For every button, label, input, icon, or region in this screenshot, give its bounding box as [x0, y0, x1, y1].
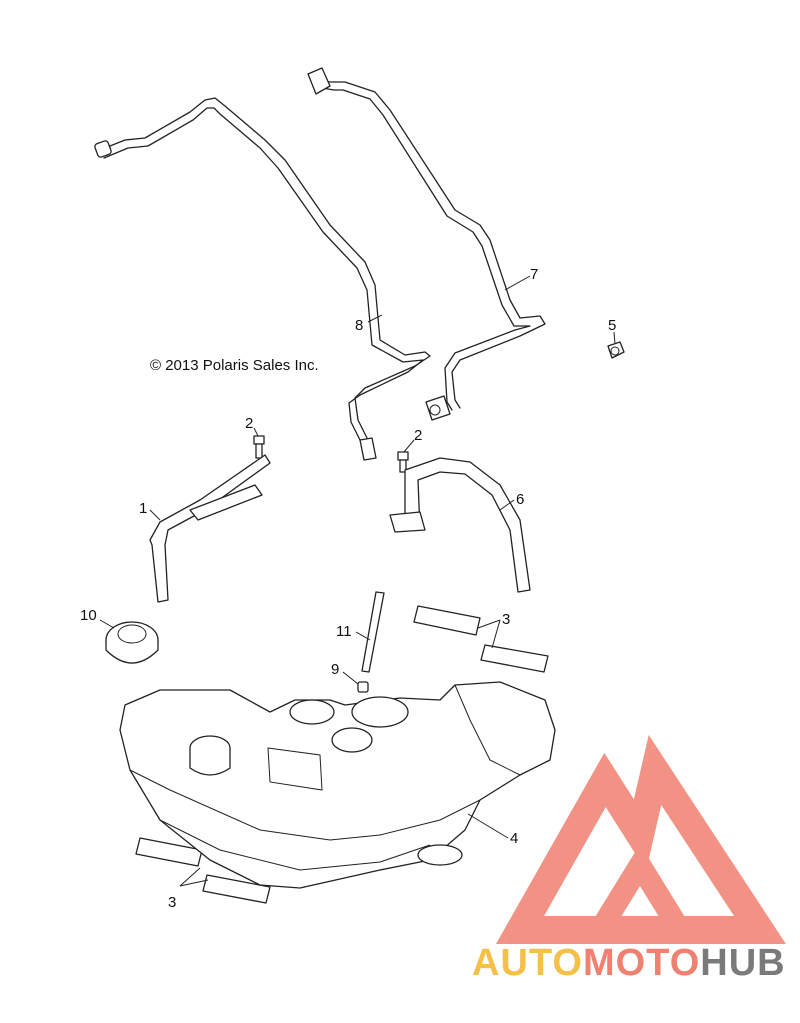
callout-3-upper: 3 [502, 611, 510, 628]
pads-3-lower [135, 837, 271, 904]
callout-3-lower: 3 [168, 894, 176, 911]
watermark-logo [495, 734, 786, 944]
callout-11: 11 [336, 623, 352, 640]
bolt-2-left [253, 435, 265, 459]
watermark-auto: AUTO [472, 942, 583, 984]
tank-strap-6 [389, 457, 531, 593]
watermark-moto: MOTO [583, 942, 700, 984]
vent-hose-7 [307, 67, 546, 421]
bolt-2-right [397, 451, 409, 473]
copyright-text: © 2013 Polaris Sales Inc. [150, 357, 319, 374]
watermark-text: AUTOMOTOHUB [472, 942, 786, 984]
pads-3-upper [413, 605, 549, 673]
callout-2-right: 2 [414, 427, 422, 444]
vent-hose-8 [94, 97, 431, 461]
grommet-9 [357, 681, 369, 693]
push-rivet-5 [607, 341, 625, 359]
fuel-cap-10 [105, 621, 159, 664]
leader-lines [99, 275, 616, 887]
tank-strap-1 [149, 454, 271, 603]
callout-8: 8 [355, 317, 363, 334]
fill-tube-11 [361, 591, 385, 673]
fuel-tank-4 [119, 681, 556, 889]
callout-5: 5 [608, 317, 616, 334]
watermark-hub: HUB [700, 942, 785, 984]
callout-2-left: 2 [245, 415, 253, 432]
callout-4: 4 [510, 830, 518, 847]
callout-9: 9 [331, 661, 339, 678]
callout-7: 7 [530, 266, 538, 283]
callout-10: 10 [80, 607, 97, 624]
callout-6: 6 [516, 491, 524, 508]
callout-1: 1 [139, 500, 147, 517]
